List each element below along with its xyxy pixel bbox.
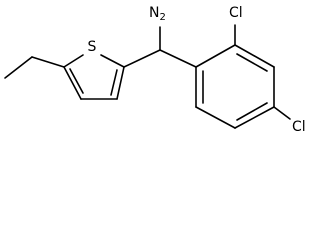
bond-ar-c2-c3 [234, 44, 275, 68]
central-carbon: N2 [123, 5, 197, 68]
bond-c5-s [63, 54, 84, 68]
bond-ethyl-ch2-ring [31, 56, 65, 68]
chemical-structure-diagram: S N2 Cl Cl [4, 5, 306, 135]
amine-nitrogen: N [149, 5, 159, 21]
bond-ring-to-central-carbon [123, 49, 161, 68]
bond-ar-to-chlorine-bottom [273, 106, 291, 120]
sulfur-atom-label: S [88, 39, 97, 55]
chlorine-bottom-label: Cl [292, 119, 306, 135]
bond-ar-c5-c6 [195, 106, 236, 129]
amine-label: N2 [149, 5, 166, 23]
chlorine-top-label: Cl [229, 5, 243, 21]
thiophene-ring: S [63, 39, 125, 100]
amine-hydrogen-count: 2 [159, 12, 165, 23]
bond-c2-c3 [116, 66, 125, 100]
bond-s-c2 [100, 54, 125, 68]
dichlorophenyl-ring: Cl Cl [195, 5, 306, 135]
bond-c4-c5-inner [69, 68, 84, 94]
bond-ar-c4-c5-inner [236, 102, 268, 121]
bond-c2-c3-inner [110, 69, 118, 96]
bond-c4-c5 [63, 66, 82, 100]
bond-ethyl-ch3-ch2 [4, 56, 33, 79]
ethyl-group [4, 56, 65, 79]
bond-ar-c4-c5 [234, 106, 275, 129]
bond-central-carbon-to-phenyl [159, 49, 197, 68]
bond-ar-c2-c3-inner [236, 53, 268, 72]
bond-ar-c1-c2 [195, 44, 236, 68]
